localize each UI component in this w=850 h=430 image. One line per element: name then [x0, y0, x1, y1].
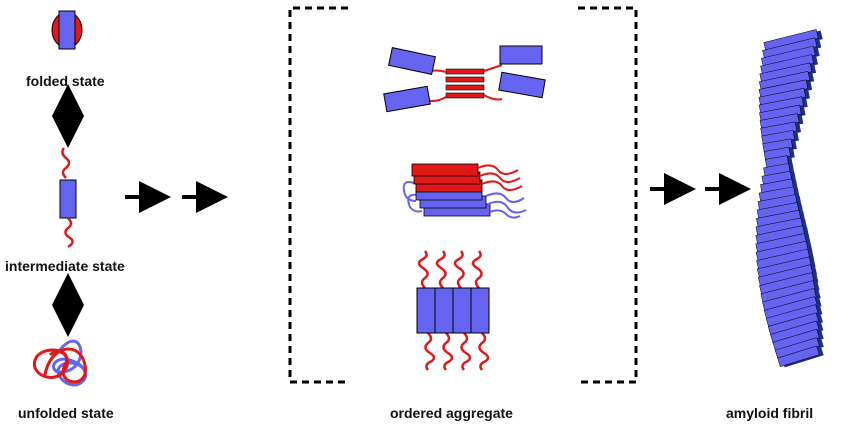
- aggregate-type-2: [402, 163, 527, 219]
- unfolded-state-label: unfolded state: [18, 405, 114, 421]
- aggregate-type-3: [416, 250, 490, 371]
- fibril-strand: [777, 345, 820, 367]
- folded-state-label: folded state: [26, 73, 105, 89]
- unfolded-state-molecule: [32, 339, 88, 387]
- intermediate-state-molecule: [59, 147, 77, 249]
- intermediate-state-label: intermediate state: [5, 258, 125, 274]
- amyloid-fibril: [755, 29, 824, 368]
- folded-state-molecule: [51, 10, 83, 50]
- ordered-aggregate-label: ordered aggregate: [390, 405, 513, 421]
- amyloid-fibril-label: amyloid fibril: [726, 405, 814, 421]
- aggregate-bracket: [288, 6, 638, 384]
- aggregate-type-1: [383, 45, 546, 113]
